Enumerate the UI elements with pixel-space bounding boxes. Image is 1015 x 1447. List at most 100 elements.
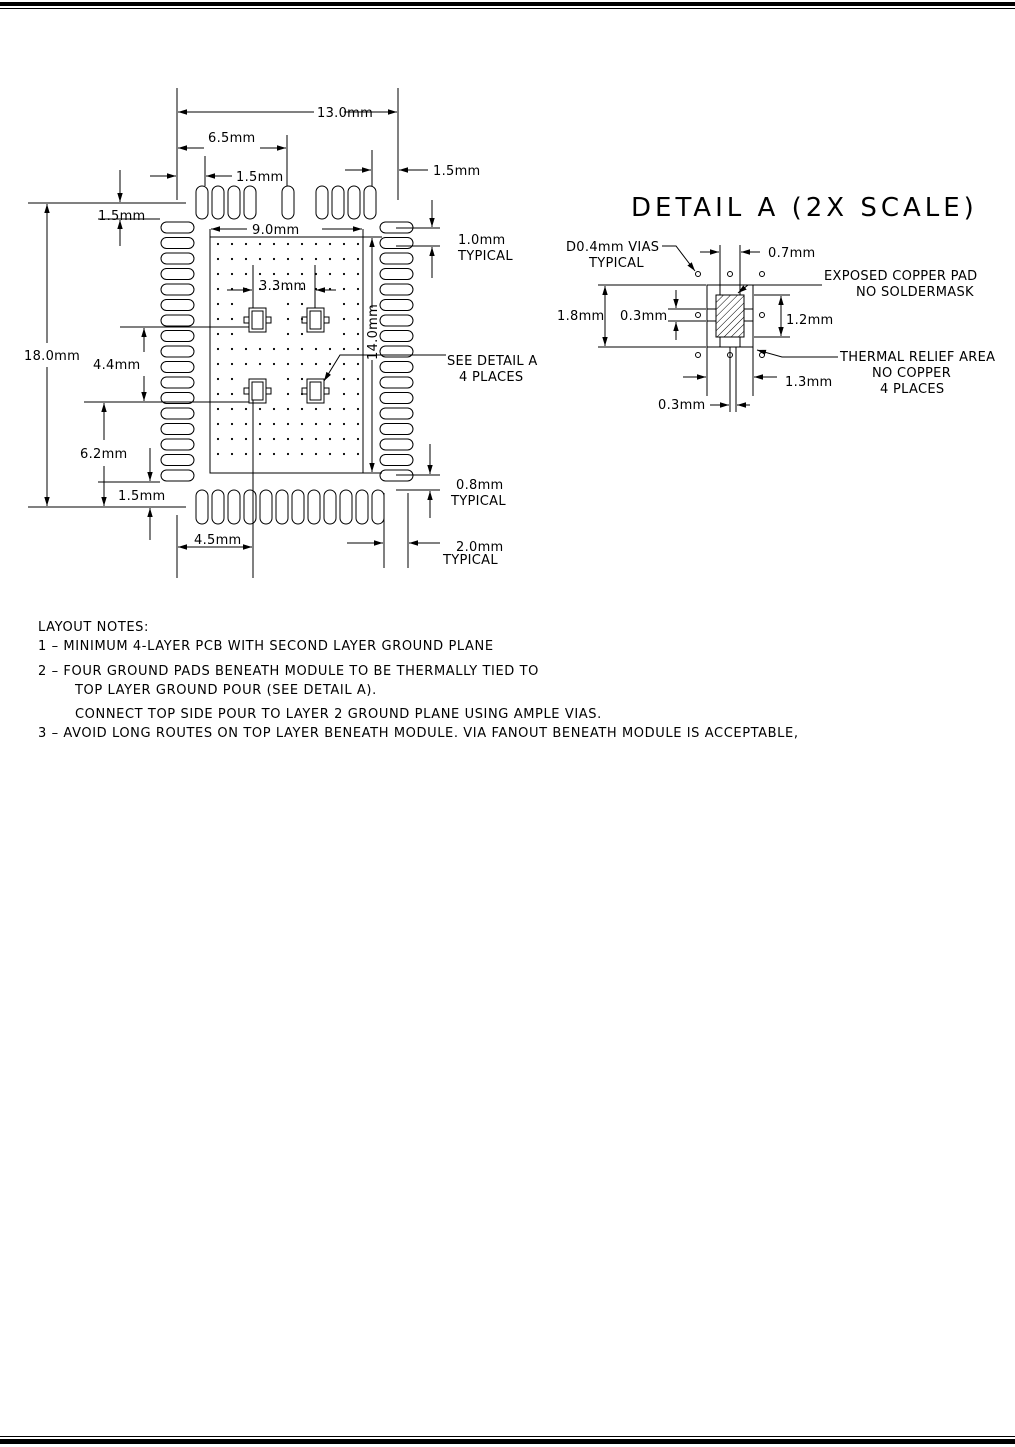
via — [342, 392, 346, 396]
via — [314, 437, 318, 441]
via — [230, 437, 234, 441]
via — [286, 332, 290, 336]
via — [244, 257, 248, 261]
via — [356, 362, 360, 366]
side-pad — [379, 407, 414, 420]
dim-18-0mm: 18.0mm — [24, 349, 80, 364]
via — [216, 392, 220, 396]
via — [342, 422, 346, 426]
side-pad — [160, 237, 195, 249]
via — [342, 302, 346, 306]
side-pad — [160, 268, 195, 280]
via — [272, 272, 276, 276]
side-pad — [160, 361, 195, 373]
side-pad — [160, 299, 195, 311]
via — [342, 257, 346, 261]
four-places: 4 PLACES — [459, 370, 523, 385]
footprint-labels: 13.0mm 6.5mm 1.5mm 1.5mm 1.5mm 9.0mm 3.3… — [24, 106, 538, 568]
via-field — [216, 242, 360, 456]
dim-2-0mm: 2.0mm — [456, 540, 504, 555]
dim-typical-2: TYPICAL — [450, 494, 506, 509]
via — [230, 272, 234, 276]
via — [300, 347, 304, 351]
detail-dim-1-3mm: 1.3mm — [785, 375, 833, 390]
via — [356, 392, 360, 396]
detail-a-title: DETAIL A (2X SCALE) — [631, 193, 978, 223]
via — [342, 377, 346, 381]
notes-heading: LAYOUT NOTES: — [38, 620, 149, 635]
via — [230, 407, 234, 411]
note-2-line-2: TOP LAYER GROUND POUR (SEE DETAIL A). — [74, 683, 377, 698]
side-pad — [379, 237, 414, 249]
via — [216, 452, 220, 456]
via — [328, 257, 332, 261]
detail-dim-1-8mm: 1.8mm — [557, 309, 605, 324]
via — [286, 302, 290, 306]
side-pad — [160, 345, 195, 358]
via — [342, 242, 346, 246]
dim-13-0mm: 13.0mm — [317, 106, 373, 121]
dim-typical-3: TYPICAL — [442, 553, 498, 568]
see-detail-a: SEE DETAIL A — [447, 354, 538, 369]
extension-lines — [28, 88, 440, 578]
side-pad — [160, 314, 195, 327]
no-soldermask-label: NO SOLDERMASK — [856, 285, 974, 300]
via — [258, 362, 262, 366]
via — [342, 272, 346, 276]
via — [356, 452, 360, 456]
via — [314, 362, 318, 366]
via — [216, 437, 220, 441]
via — [342, 407, 346, 411]
dim-9-0mm: 9.0mm — [252, 223, 300, 238]
via — [244, 242, 248, 246]
dim-3-3mm: 3.3mm — [259, 279, 307, 294]
via — [342, 287, 346, 291]
dim-6-2mm: 6.2mm — [80, 447, 128, 462]
via — [300, 407, 304, 411]
side-pad — [379, 283, 414, 296]
via — [216, 422, 220, 426]
via — [314, 242, 318, 246]
via — [216, 362, 220, 366]
via — [272, 452, 276, 456]
via — [300, 332, 304, 336]
bottom-rule-thick — [0, 1439, 1015, 1444]
via — [272, 257, 276, 261]
via — [230, 332, 234, 336]
note-3: 3 – AVOID LONG ROUTES ON TOP LAYER BENEA… — [38, 726, 799, 741]
via — [300, 242, 304, 246]
via — [286, 422, 290, 426]
side-pad — [379, 438, 414, 451]
via — [300, 452, 304, 456]
via — [286, 377, 290, 381]
via — [328, 347, 332, 351]
via — [300, 287, 304, 291]
detail-vias-label: D0.4mm VIAS — [566, 240, 659, 255]
via — [230, 317, 234, 321]
side-pad — [160, 283, 195, 296]
via — [258, 407, 262, 411]
via — [342, 317, 346, 321]
side-pad — [160, 454, 195, 466]
dim-left-1-5mm: 1.5mm — [98, 209, 146, 224]
dim-right-1-5mm: 1.5mm — [433, 164, 481, 179]
via — [356, 437, 360, 441]
dim-0-8mm: 0.8mm — [456, 478, 504, 493]
via — [300, 257, 304, 261]
side-pad — [379, 392, 414, 404]
note-2-line-3: CONNECT TOP SIDE POUR TO LAYER 2 GROUND … — [75, 707, 602, 722]
via — [230, 257, 234, 261]
side-pad — [160, 469, 195, 482]
bottom-rule-thin — [0, 1436, 1015, 1437]
via — [314, 422, 318, 426]
via — [230, 377, 234, 381]
via — [286, 317, 290, 321]
detail-a-labels: D0.4mm VIAS TYPICAL 0.7mm EXPOSED COPPER… — [557, 240, 995, 413]
via — [216, 302, 220, 306]
via — [286, 347, 290, 351]
via — [286, 407, 290, 411]
via — [258, 272, 262, 276]
via — [272, 242, 276, 246]
detail-dim-0-3mm-horiz: 0.3mm — [658, 398, 706, 413]
via — [342, 452, 346, 456]
